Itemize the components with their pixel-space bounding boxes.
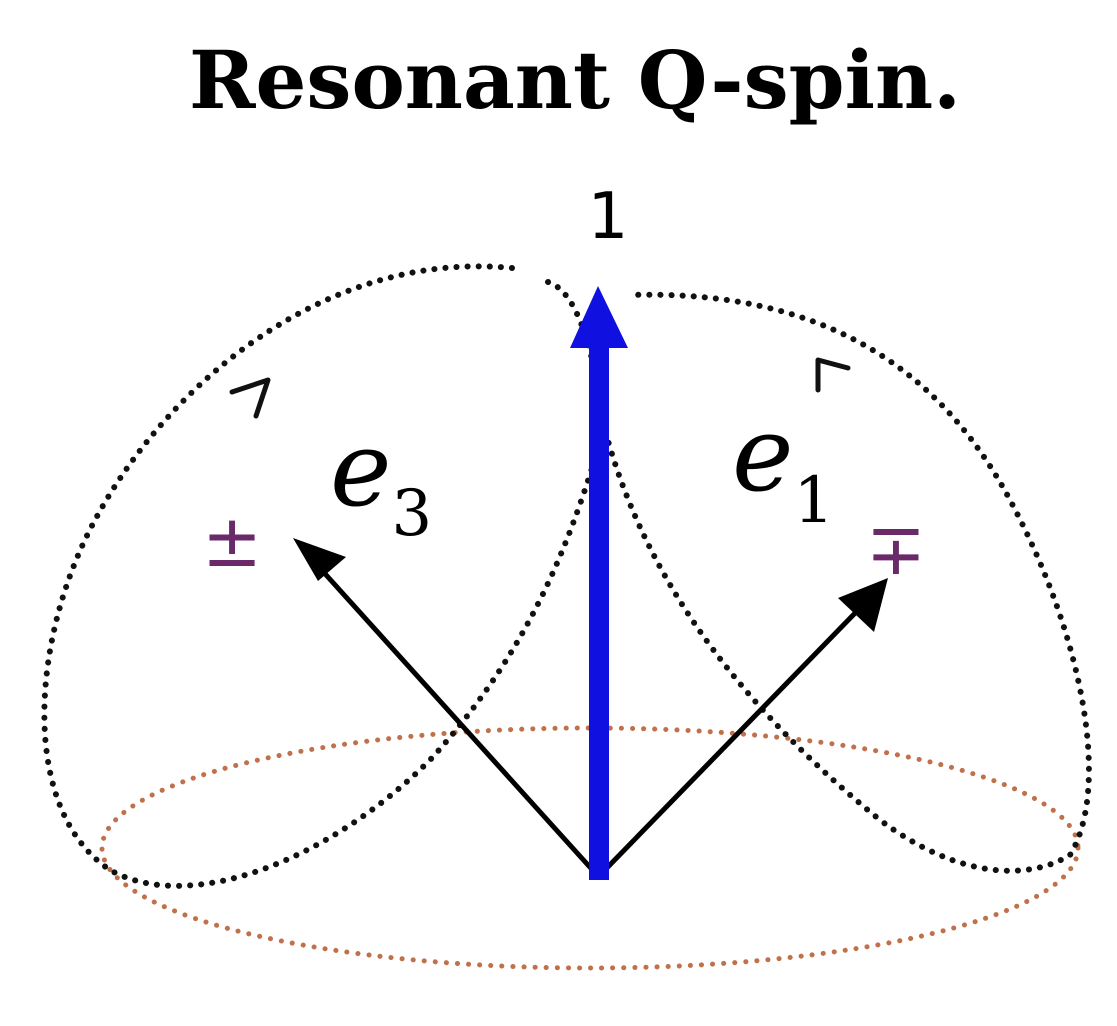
minus-plus-sign: ∓ [866, 507, 926, 591]
e1-vector-line [598, 606, 862, 877]
e1-subscript: 1 [794, 464, 835, 538]
left-loop-arrowhead [229, 377, 271, 419]
e3-vector-line [316, 564, 599, 877]
right-loop-arrowhead [815, 357, 851, 393]
e3-symbol: e [330, 408, 392, 530]
top-label: 1 [588, 180, 629, 254]
e1-label: e1 [732, 393, 834, 538]
e3-vector-arrowhead [293, 538, 346, 581]
e3-label: e3 [330, 408, 432, 551]
central-arrow-head [570, 286, 628, 348]
left-loop [41, 263, 601, 889]
e3-subscript: 3 [392, 477, 433, 551]
plus-minus-sign: ± [202, 499, 262, 583]
e1-vector-arrowhead [838, 578, 888, 632]
e1-symbol: e [732, 393, 794, 515]
diagram-title: Resonant Q-spin. [189, 33, 961, 127]
central-arrow-shaft [589, 340, 609, 880]
right-loop [545, 279, 1092, 874]
